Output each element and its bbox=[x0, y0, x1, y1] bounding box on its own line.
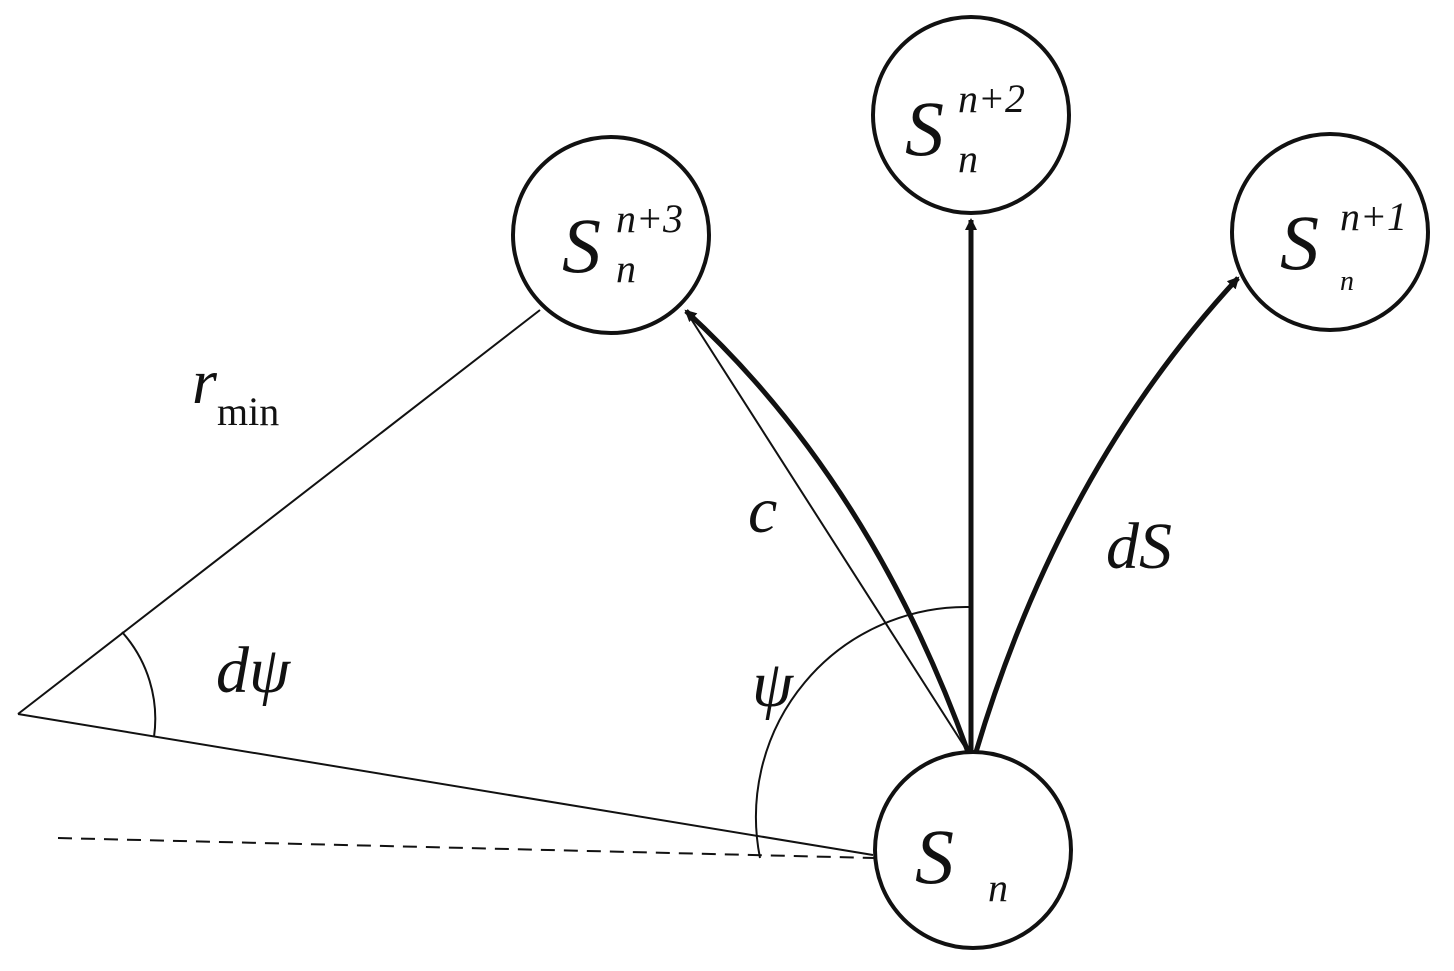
node-s-n3-sup: n+3 bbox=[616, 196, 683, 241]
radius-line-upper bbox=[17, 309, 541, 715]
psi-angle-arc bbox=[755, 605, 971, 859]
node-s-n1-circle bbox=[1230, 132, 1430, 332]
node-s-n-label: S n bbox=[915, 813, 1008, 910]
radius-line-lower bbox=[17, 713, 874, 856]
node-s-n1-base: S bbox=[1280, 199, 1319, 286]
node-s-n1-sub: n bbox=[1340, 266, 1354, 297]
node-s-n3-sub: n bbox=[616, 246, 636, 291]
node-s-n1-sup: n+1 bbox=[1340, 194, 1407, 239]
node-s-n-sub: n bbox=[988, 865, 1008, 910]
arc-path-n1 bbox=[973, 276, 1240, 753]
r-min-sub: min bbox=[217, 389, 279, 434]
arc-length-label: dS bbox=[1106, 510, 1172, 583]
node-s-n2-sup: n+2 bbox=[958, 76, 1025, 121]
r-min-label: r min bbox=[192, 346, 279, 434]
node-s-n3-base: S bbox=[562, 202, 601, 289]
reference-dashed-line bbox=[57, 837, 876, 859]
node-s-n2-label: S n+2 n bbox=[905, 76, 1025, 181]
node-s-n2-base: S bbox=[905, 85, 944, 172]
chord-line bbox=[685, 310, 969, 753]
psi-label: ψ bbox=[752, 648, 794, 721]
node-s-n2-circle bbox=[871, 15, 1071, 215]
node-s-n-base: S bbox=[915, 813, 954, 900]
node-s-n3-label: S n+3 n bbox=[562, 196, 683, 291]
node-s-n3-circle bbox=[511, 135, 711, 335]
arc-path-n3 bbox=[684, 309, 971, 753]
chord-label: c bbox=[748, 474, 777, 547]
node-s-n1-label: S n+1 n bbox=[1280, 194, 1407, 297]
node-s-n2-sub: n bbox=[958, 136, 978, 181]
d-psi-label: dψ bbox=[216, 634, 291, 707]
node-s-n-circle bbox=[873, 750, 1073, 950]
d-psi-angle-arc bbox=[121, 631, 157, 738]
r-min-base: r bbox=[192, 346, 218, 417]
